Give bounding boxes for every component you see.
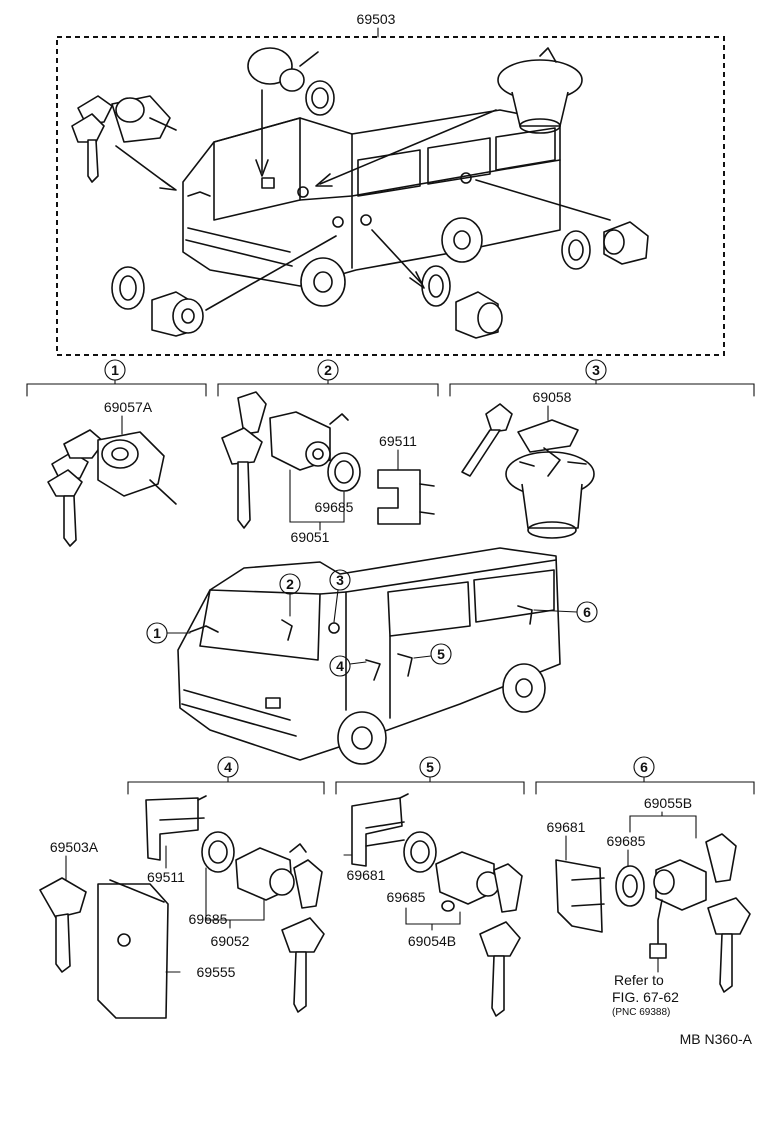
group-5-parts: 69681 69685 69054B (343, 793, 523, 1017)
top-van-illustration (182, 109, 561, 307)
assembly-number-label: 69503 (357, 11, 396, 27)
part-label-69052: 69052 (211, 933, 250, 949)
part-label-69681-g5: 69681 (347, 867, 386, 883)
van-callout-1: 1 (146, 622, 191, 644)
group-6-parts: 69681 69055B 69685 (547, 795, 751, 993)
top-rear-cylinder (475, 179, 649, 270)
part-label-69051: 69051 (291, 529, 330, 545)
reference-line-2: FIG. 67-62 (612, 989, 679, 1005)
part-label-69055B: 69055B (644, 795, 692, 811)
middle-van-illustration (177, 547, 561, 765)
part-label-69685-g4: 69685 (189, 911, 228, 927)
figure-code: MB N360-A (680, 1031, 753, 1047)
group-3-number: 3 (592, 362, 600, 378)
part-label-69681-g6: 69681 (547, 819, 586, 835)
group-4-parts: 69503A 69555 69511 69685 69052 (39, 795, 325, 1019)
van-callout-4-number: 4 (336, 658, 344, 674)
top-front-cylinder (111, 235, 337, 337)
group-6-number: 6 (640, 759, 648, 775)
part-label-69555: 69555 (197, 964, 236, 980)
part-label-69511-g4: 69511 (147, 869, 185, 885)
group-4-header: 4 (127, 756, 325, 795)
part-label-69685-g2: 69685 (315, 499, 354, 515)
group-1-ignition-cylinder: 69057A (47, 399, 177, 547)
van-callout-3-number: 3 (336, 572, 344, 588)
van-callout-3: 3 (329, 569, 351, 623)
top-side-cylinder (371, 229, 503, 339)
van-callout-2-number: 2 (286, 576, 294, 592)
top-fuel-cap (315, 47, 583, 187)
group-3-fuel-cap: 69058 (461, 389, 595, 539)
reference-line-1: Refer to (614, 972, 664, 988)
part-label-69685-g5: 69685 (387, 889, 426, 905)
group-2-header: 2 (217, 359, 439, 397)
group-1-number: 1 (111, 362, 119, 378)
part-label-69503A: 69503A (50, 839, 99, 855)
van-callout-2: 2 (279, 573, 301, 617)
top-door-cylinder (247, 47, 335, 177)
group-4-number: 4 (224, 759, 232, 775)
group-1-header: 1 (26, 359, 207, 397)
part-label-69054B: 69054B (408, 933, 456, 949)
group-5-number: 5 (426, 759, 434, 775)
part-label-69511-g2: 69511 (379, 433, 417, 449)
group-5-header: 5 (335, 756, 525, 795)
van-callout-5: 5 (413, 643, 452, 665)
reference-line-3: (PNC 69388) (612, 1007, 670, 1018)
group-3-header: 3 (449, 359, 755, 397)
van-callout-5-number: 5 (437, 646, 445, 662)
van-callout-1-number: 1 (153, 625, 161, 641)
group-2-door-cylinder: 69685 69051 69511 (221, 391, 435, 545)
group-6-header: 6 (535, 756, 755, 795)
van-callout-6: 6 (533, 601, 598, 623)
assembly-dashed-frame (56, 36, 725, 356)
reference-note: Refer to FIG. 67-62 (PNC 69388) (612, 972, 679, 1018)
part-label-69057A: 69057A (104, 399, 153, 415)
van-callout-4: 4 (329, 655, 367, 677)
van-callout-6-number: 6 (583, 604, 591, 620)
part-label-69685-g6: 69685 (607, 833, 646, 849)
group-2-number: 2 (324, 362, 332, 378)
part-label-69058: 69058 (533, 389, 572, 405)
top-key-and-ignition (71, 95, 177, 191)
